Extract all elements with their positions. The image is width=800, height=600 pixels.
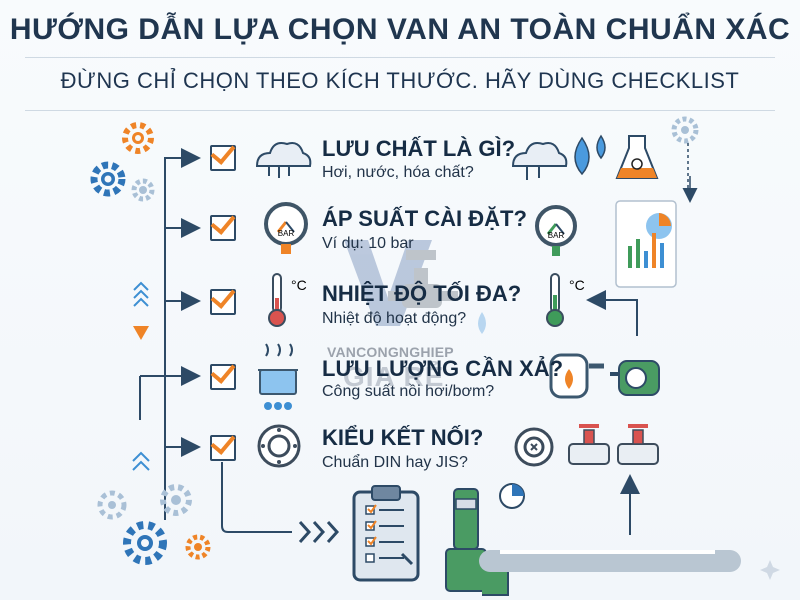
item-title: KIỂU KẾT NỐI?	[322, 425, 484, 450]
left-up-chevrons	[133, 281, 149, 307]
gear-icon	[131, 178, 155, 202]
left-down-triangle	[133, 326, 149, 340]
item-title: NHIỆT ĐỘ TỐI ĐA?	[322, 281, 522, 306]
steam-cloud-icon	[511, 142, 568, 180]
clipboard-icon	[352, 485, 420, 582]
gear-icon	[160, 484, 192, 516]
checkbox-item-3[interactable]	[210, 283, 236, 315]
item-description: Nhiệt độ hoạt động?	[322, 310, 467, 327]
subtitle-divider	[25, 110, 775, 111]
svg-text:BAR: BAR	[548, 231, 565, 240]
mini-pie-chart-icon	[499, 483, 525, 509]
item-title: LƯU LƯỢNG CẦN XẢ?	[322, 356, 564, 381]
left-up-chevrons-2	[132, 451, 150, 471]
cycle-arrow	[586, 290, 638, 336]
water-drop-icon	[596, 134, 606, 160]
safety-valve-icon	[445, 488, 509, 596]
water-drop-icon	[574, 136, 590, 176]
watermark-logo	[344, 240, 486, 334]
svg-text:°C: °C	[569, 277, 585, 293]
boiler-pot-icon	[258, 343, 298, 410]
item-description: Hơi, nước, hóa chất?	[322, 164, 474, 181]
gear-icon	[671, 116, 699, 144]
thermometer-icon: °C	[546, 273, 585, 327]
gear-icon	[122, 122, 154, 154]
pump-motor-icon	[610, 360, 660, 396]
header-divider	[25, 57, 775, 58]
svg-text:°C: °C	[291, 277, 307, 293]
pressure-tank-icon	[549, 353, 589, 399]
checklist-flow-line	[164, 157, 191, 520]
flange-icon	[257, 424, 301, 468]
item-description: Công suất nồi hơi/bơm?	[322, 383, 495, 400]
valve-icon	[568, 424, 610, 465]
thermometer-icon: °C	[268, 273, 307, 327]
checkbox-item-5[interactable]	[210, 429, 236, 461]
gear-icon	[185, 534, 211, 560]
item-description: Ví dụ: 10 bar	[322, 235, 414, 252]
analytics-chart-icon	[615, 200, 677, 288]
gear-icon	[97, 490, 127, 520]
gear-icon	[123, 521, 167, 565]
pressure-gauge-icon: BAR	[264, 202, 308, 254]
gear-icon	[90, 161, 126, 197]
checkbox-item-1[interactable]	[210, 139, 236, 171]
chemical-flask-icon	[615, 135, 659, 179]
cloud-icon	[255, 142, 312, 178]
item-title: ÁP SUẤT CÀI ĐẶT?	[322, 206, 527, 231]
watermark-brand: VANCONGNGHIEP	[327, 344, 454, 360]
sparkle-icon	[760, 560, 780, 580]
page-subtitle: ĐỪNG CHỈ CHỌN THEO KÍCH THƯỚC. HÃY DÙNG …	[60, 68, 740, 93]
forward-chevrons	[298, 520, 340, 544]
watermark-tag: GIA RẺ	[343, 361, 445, 392]
checkbox-item-4[interactable]	[210, 358, 236, 390]
valve-icon	[617, 424, 659, 465]
pressure-gauge-icon: BAR	[535, 205, 577, 256]
page-title: HƯỚNG DẪN LỰA CHỌN VAN AN TOÀN CHUẨN XÁC	[9, 13, 791, 46]
svg-text:BAR: BAR	[278, 229, 295, 238]
flow-bottom-connector	[221, 462, 292, 533]
flange-icon	[514, 427, 554, 467]
item-description: Chuẩn DIN hay JIS?	[322, 454, 468, 471]
checkbox-item-2[interactable]	[210, 209, 236, 241]
item-title: LƯU CHẤT LÀ GÌ?	[322, 136, 516, 161]
